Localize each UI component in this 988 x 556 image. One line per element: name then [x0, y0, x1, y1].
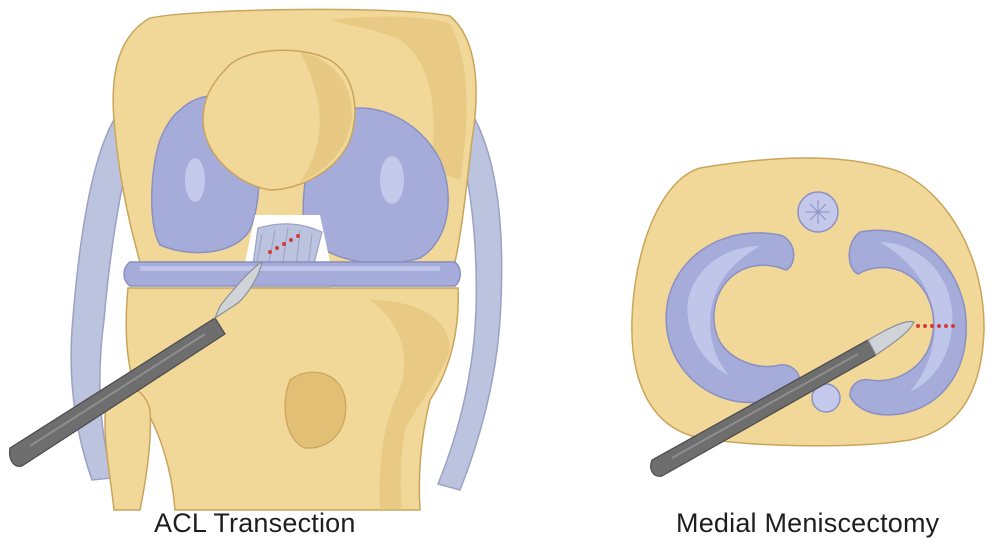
medial-meniscectomy-caption: Medial Meniscectomy [676, 508, 939, 539]
tibial-plateau-illustration [632, 158, 984, 476]
knee-joint-illustration [10, 9, 502, 510]
knee-meniscus-band [124, 262, 460, 286]
acl-transection-caption: ACL Transection [154, 508, 356, 539]
meniscus-highlight [140, 266, 440, 271]
cartilage-highlight-left [185, 158, 205, 202]
cartilage-highlight-right [380, 156, 404, 204]
